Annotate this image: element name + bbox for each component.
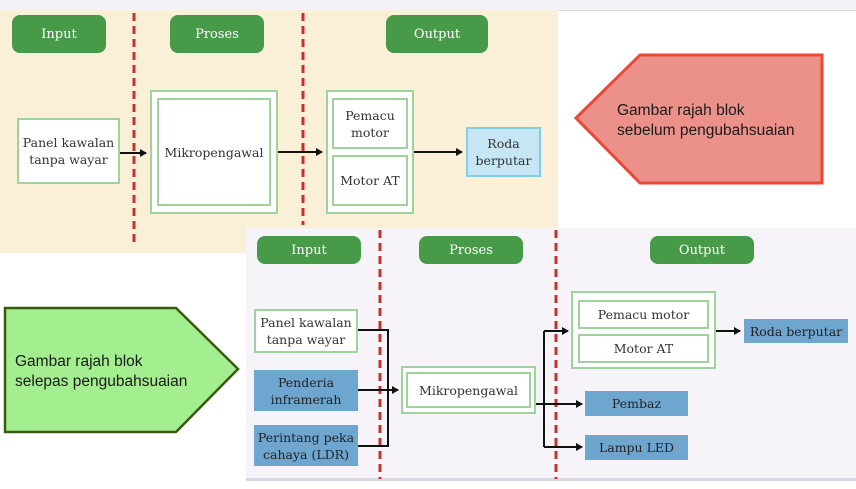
before-header-process: Proses	[170, 15, 264, 53]
after-header-input: Input	[257, 236, 361, 264]
before-header-output: Output	[386, 15, 488, 53]
after-output-motor-driver: Pemacu motor	[578, 300, 709, 329]
before-header-input: Input	[12, 15, 106, 53]
after-output-led: Lampu LED	[585, 435, 688, 460]
after-callout-arrow	[3, 306, 240, 434]
after-output-dc-motor: Motor AT	[578, 334, 709, 363]
before-process-microcontroller: Mikropengawal	[157, 98, 271, 206]
after-header-process: Proses	[419, 236, 523, 264]
after-process-microcontroller: Mikropengawal	[406, 372, 531, 408]
after-header-output: Output	[650, 236, 754, 264]
after-connector-input-bus	[358, 329, 389, 447]
before-output-dc-motor: Motor AT	[332, 155, 408, 206]
after-output-buzzer: Pembaz	[585, 391, 688, 416]
before-callout-arrow	[573, 53, 824, 185]
after-result-wheel-turns: Roda berputar	[744, 319, 848, 343]
